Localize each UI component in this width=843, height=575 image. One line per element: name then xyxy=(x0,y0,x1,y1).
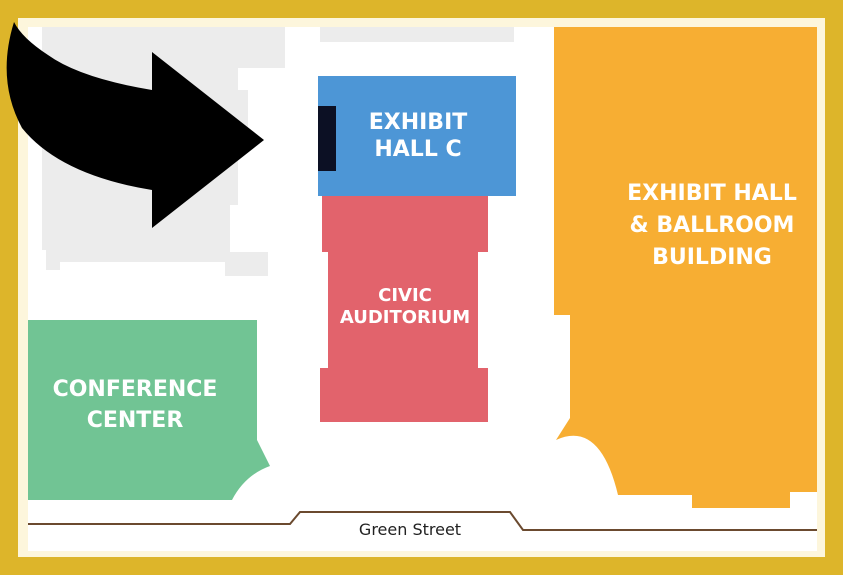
exhibit-hall-ballroom-label-line3: BUILDING xyxy=(652,244,772,270)
exhibit-hall-ballroom-label-line2: & BALLROOM xyxy=(629,212,795,238)
exhibit-hall-ballroom-label-line1: EXHIBIT HALL xyxy=(627,181,797,206)
green-street-label: Green Street xyxy=(358,520,462,539)
exhibit-hall-c-label-line1: EXHIBIT xyxy=(368,110,468,135)
building-exhibit-hall-c xyxy=(318,76,516,196)
civic-auditorium-label-line2: AUDITORIUM xyxy=(339,306,471,328)
door-icon xyxy=(318,106,336,171)
civic-auditorium-label: CIVIC AUDITORIUM xyxy=(322,285,488,329)
conference-center-label-line2: CENTER xyxy=(86,407,184,433)
civic-auditorium-label-line1: CIVIC xyxy=(378,285,432,306)
conference-center-label-line1: CONFERENCE xyxy=(52,377,218,402)
arrow-right-icon xyxy=(6,22,265,228)
unlabeled-building-north xyxy=(320,27,514,42)
green-street-line xyxy=(28,511,817,531)
exhibit-hall-c-label: EXHIBIT HALL C xyxy=(320,110,516,164)
exhibit-hall-ballroom-label: EXHIBIT HALL & BALLROOM BUILDING xyxy=(580,178,843,274)
exhibit-hall-c-label-line2: HALL C xyxy=(374,136,462,162)
building-civic-auditorium xyxy=(320,196,488,422)
building-conference-center xyxy=(28,320,270,500)
building-exhibit-hall-ballroom xyxy=(554,27,817,508)
conference-center-label: CONFERENCE CENTER xyxy=(30,375,240,437)
